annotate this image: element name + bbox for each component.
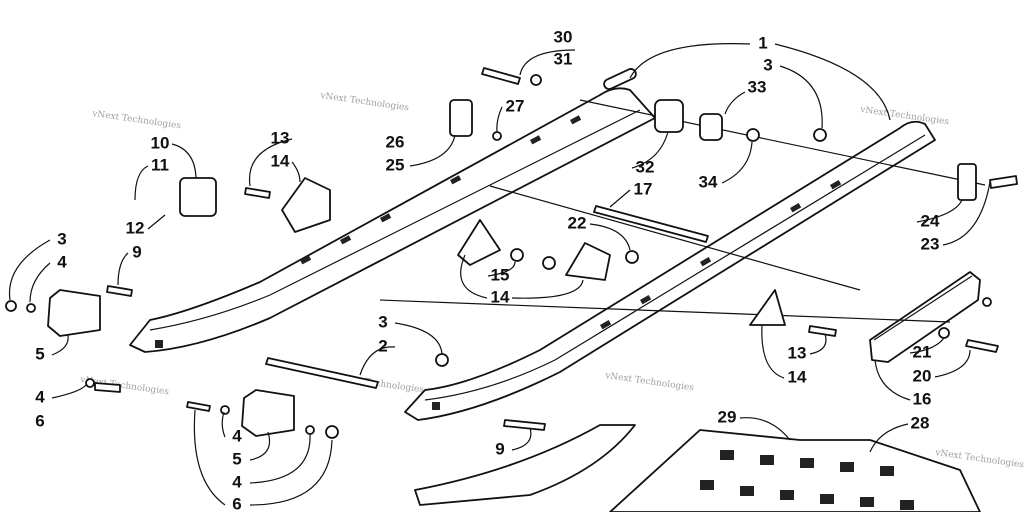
callout-2: 2 (378, 336, 387, 355)
callout-34: 34 (699, 172, 718, 191)
watermark: vNext Technologies (604, 371, 695, 394)
cross-shafts (265, 99, 986, 389)
callout-23: 23 (921, 234, 940, 253)
callout-3: 3 (57, 229, 66, 248)
wear-strip (414, 424, 636, 506)
callout-30: 30 (554, 27, 573, 46)
callout-13: 13 (788, 343, 807, 362)
callout-24: 24 (921, 211, 940, 230)
callout-17: 17 (634, 179, 653, 198)
right-slide-rail (404, 120, 936, 421)
leader-lines (8, 43, 991, 506)
hardware-parts (5, 67, 1018, 439)
callout-27: 27 (506, 96, 525, 115)
callout-14: 14 (491, 287, 510, 306)
callout-6: 6 (232, 494, 241, 512)
callout-22: 22 (568, 213, 587, 232)
rear-idler-bracket (379, 271, 981, 363)
callout-9: 9 (132, 242, 141, 261)
watermark: vNext Technologies (91, 109, 182, 132)
callout-15: 15 (491, 265, 510, 284)
callout-14: 14 (788, 367, 807, 386)
callout-29: 29 (718, 407, 737, 426)
callout-16: 16 (913, 389, 932, 408)
callout-28: 28 (911, 413, 930, 432)
callout-31: 31 (554, 49, 573, 68)
callout-25: 25 (386, 155, 405, 174)
callout-10: 10 (151, 133, 170, 152)
callout-4: 4 (35, 387, 45, 406)
callout-3: 3 (763, 55, 772, 74)
callout-9: 9 (495, 439, 504, 458)
callout-21: 21 (913, 342, 932, 361)
callout-4: 4 (57, 252, 67, 271)
callout-26: 26 (386, 132, 405, 151)
callout-11: 11 (151, 155, 169, 174)
track (609, 429, 981, 512)
callout-33: 33 (748, 77, 767, 96)
callout-4: 4 (232, 426, 242, 445)
callouts: 30 31 1 3 33 27 26 25 13 14 10 11 12 9 3… (35, 27, 940, 512)
callout-1: 1 (758, 33, 767, 52)
callout-6: 6 (35, 411, 44, 430)
callout-5: 5 (35, 344, 44, 363)
callout-4: 4 (232, 472, 242, 491)
watermark: vNext Technologies (319, 91, 410, 114)
callout-20: 20 (913, 366, 932, 385)
callout-32: 32 (636, 157, 655, 176)
callout-13: 13 (271, 128, 290, 147)
callout-5: 5 (232, 449, 241, 468)
callout-12: 12 (126, 218, 145, 237)
left-slide-rail (129, 68, 656, 353)
callout-3: 3 (378, 312, 387, 331)
callout-14: 14 (271, 151, 290, 170)
